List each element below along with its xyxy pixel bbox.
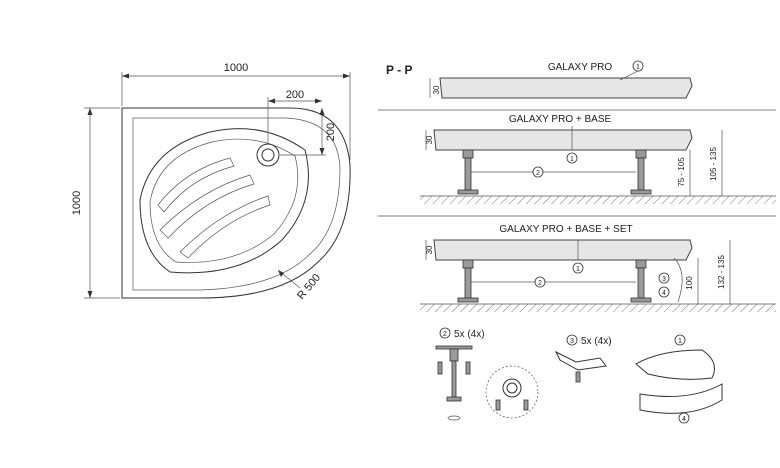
plan-view: 1000 1000 200 200 R 500 bbox=[71, 62, 351, 302]
plan-height-label: 1000 bbox=[71, 191, 83, 215]
part-2-legs: 2 5x (4x) bbox=[435, 327, 539, 421]
view3-floor bbox=[420, 304, 776, 312]
drain-inner bbox=[261, 148, 275, 162]
plan-width-label: 1000 bbox=[224, 62, 248, 74]
view2-tray bbox=[433, 129, 693, 151]
part-3-brackets: 3 5x (4x) bbox=[554, 334, 612, 383]
view3-dim-132-135: 132 - 135 bbox=[717, 255, 726, 289]
offset-y-label: 200 bbox=[325, 123, 337, 141]
view2-floor bbox=[420, 196, 776, 204]
view1-title: GALAXY PRO bbox=[548, 62, 613, 73]
drain-outer bbox=[256, 143, 280, 167]
front-panel-edge bbox=[673, 257, 683, 303]
mini-panel bbox=[639, 383, 723, 414]
view-galaxy-pro: GALAXY PRO 1 30 bbox=[378, 60, 776, 111]
tray-outline bbox=[121, 107, 351, 299]
part2-qty: 5x (4x) bbox=[454, 329, 485, 340]
rib-3 bbox=[179, 195, 271, 259]
offset-x-label: 200 bbox=[286, 89, 304, 101]
section-label: P - P bbox=[386, 63, 412, 77]
view3-callout-1: 1 bbox=[576, 266, 580, 273]
view2-callout-1: 1 bbox=[570, 156, 574, 163]
part2-callout: 2 bbox=[443, 331, 447, 338]
part4-callout: 4 bbox=[682, 416, 686, 423]
view-galaxy-pro-base-set: GALAXY PRO + BASE + SET 1 2 3 4 30 100 1… bbox=[420, 224, 776, 312]
view2-callout-2: 2 bbox=[536, 170, 540, 177]
view3-title: GALAXY PRO + BASE + SET bbox=[499, 224, 632, 235]
view3-dim-100: 100 bbox=[685, 276, 694, 290]
view2-dim-105-135: 105 - 135 bbox=[709, 147, 718, 181]
rib-1 bbox=[157, 157, 235, 213]
view1-tray bbox=[439, 77, 693, 99]
view2-title: GALAXY PRO + BASE bbox=[509, 114, 612, 125]
view3-dim-30: 30 bbox=[425, 245, 434, 254]
view1-dim-30: 30 bbox=[432, 85, 441, 94]
view3-callout-4: 4 bbox=[662, 290, 666, 297]
view3-callout-2: 2 bbox=[538, 280, 542, 287]
mini-tray bbox=[635, 349, 715, 380]
view2-dim-30: 30 bbox=[425, 135, 434, 144]
view3-callout-3: 3 bbox=[662, 276, 666, 283]
view-galaxy-pro-base: GALAXY PRO + BASE 1 2 30 75 - 105 105 - … bbox=[378, 114, 776, 217]
view1-callout-1: 1 bbox=[636, 64, 640, 71]
view2-dim-75-105: 75 - 105 bbox=[677, 157, 686, 187]
tray-basin bbox=[139, 128, 309, 274]
part3-callout: 3 bbox=[570, 338, 574, 345]
tray-basin-inner bbox=[149, 138, 299, 263]
part1-callout: 1 bbox=[678, 338, 682, 345]
part-1-4-tray-panel: 1 4 bbox=[635, 334, 723, 424]
part3-qty: 5x (4x) bbox=[581, 336, 612, 347]
tray-inner-rim bbox=[132, 117, 341, 291]
rib-2 bbox=[159, 174, 255, 239]
bracket-shape bbox=[554, 350, 607, 371]
view3-tray bbox=[433, 239, 693, 261]
